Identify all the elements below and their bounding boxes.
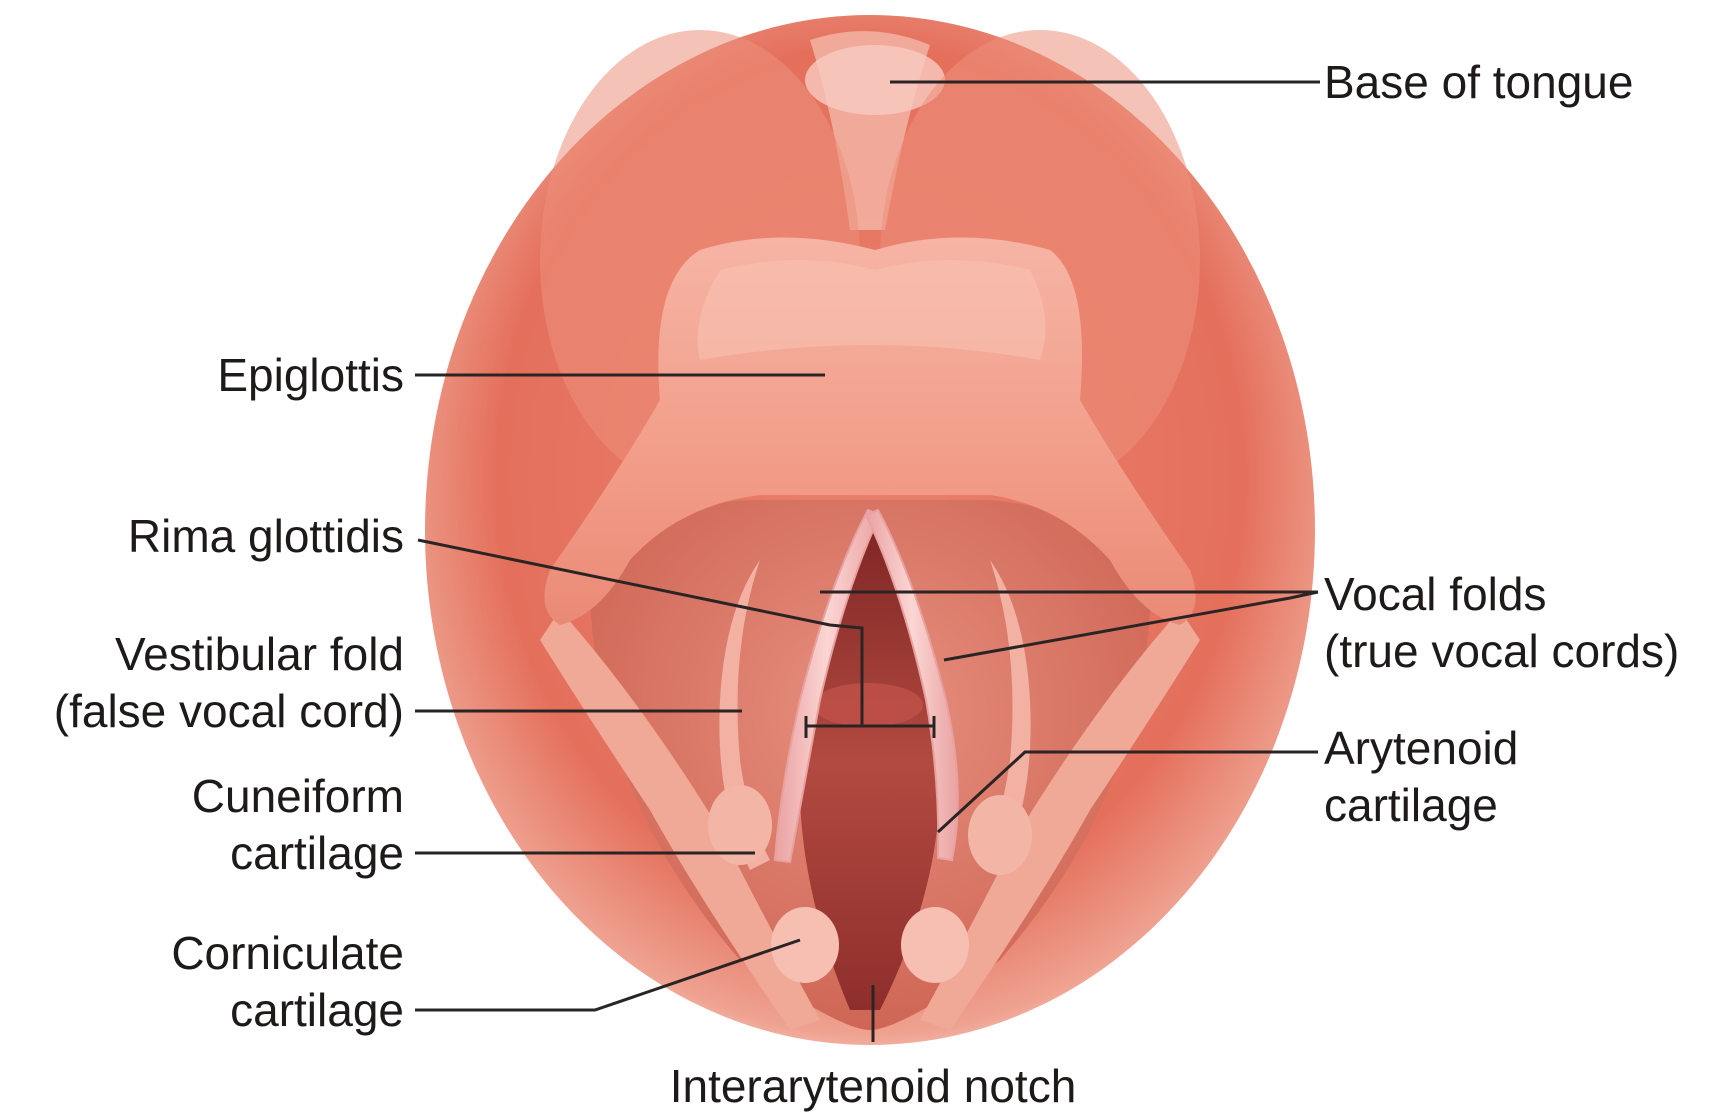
label-vestibular-fold: Vestibular fold (false vocal cord) (54, 626, 404, 740)
label-rima-glottidis-text: Rima glottidis (128, 508, 404, 565)
epiglottis-highlight (698, 260, 1046, 360)
label-vocal-folds: Vocal folds (true vocal cords) (1324, 566, 1679, 680)
label-base-of-tongue: Base of tongue (1324, 54, 1633, 111)
label-cuneiform-line1: Cuneiform (192, 768, 404, 825)
right-cuneiform (968, 795, 1032, 875)
right-corniculate (901, 907, 969, 983)
label-epiglottis: Epiglottis (217, 347, 404, 404)
label-arytenoid-line2: cartilage (1324, 777, 1518, 834)
label-cuneiform-line2: cartilage (192, 825, 404, 882)
label-vocal-folds-line2: (true vocal cords) (1324, 623, 1679, 680)
label-epiglottis-text: Epiglottis (217, 347, 404, 404)
label-corniculate-line1: Corniculate (171, 925, 404, 982)
label-corniculate-cartilage: Corniculate cartilage (171, 925, 404, 1039)
label-interarytenoid-notch-text: Interarytenoid notch (573, 1058, 1173, 1115)
label-vocal-folds-line1: Vocal folds (1324, 566, 1679, 623)
trachea-ring (813, 683, 923, 727)
label-cuneiform-cartilage: Cuneiform cartilage (192, 768, 404, 882)
label-base-of-tongue-text: Base of tongue (1324, 54, 1633, 111)
label-vestibular-fold-line1: Vestibular fold (54, 626, 404, 683)
label-rima-glottidis: Rima glottidis (128, 508, 404, 565)
label-arytenoid-cartilage: Arytenoid cartilage (1324, 720, 1518, 834)
label-interarytenoid-notch: Interarytenoid notch (573, 1058, 1173, 1115)
label-arytenoid-line1: Arytenoid (1324, 720, 1518, 777)
label-corniculate-line2: cartilage (171, 982, 404, 1039)
label-vestibular-fold-line2: (false vocal cord) (54, 683, 404, 740)
